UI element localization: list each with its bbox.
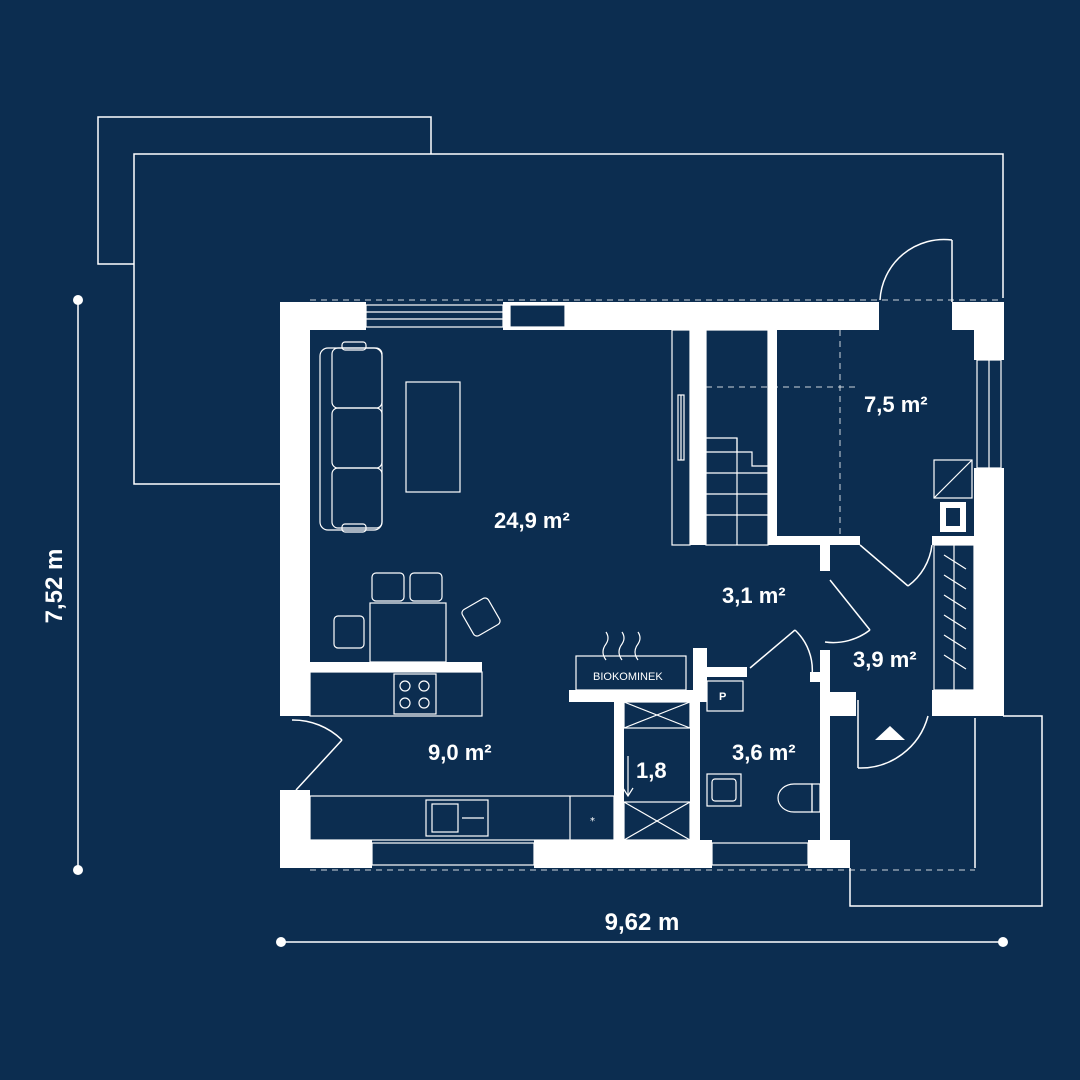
utility-fixtures: [933, 459, 973, 532]
room-area-hall: 3,1 m²: [722, 583, 786, 608]
interior-walls: [310, 330, 974, 840]
windows: [365, 304, 1002, 866]
coffee-table: [405, 381, 461, 493]
fireplace-label: BIOKOMINEK: [593, 671, 663, 683]
doors: [291, 238, 953, 791]
terrace-outline: [97, 116, 1004, 485]
overhang-lines: [310, 299, 1000, 871]
room-area-kitchen: 9,0 m²: [428, 740, 492, 765]
storage-units: [622, 701, 691, 841]
room-area-storage: 1,8: [636, 758, 667, 783]
dining-set: [333, 572, 501, 663]
sofa: [319, 341, 383, 533]
room-area-living: 24,9 m²: [494, 508, 570, 533]
dimension-width: 9,62 m: [276, 909, 1008, 947]
room-labels: 24,9 m² 7,5 m² 3,1 m² 3,9 m² 9,0 m² 3,6 …: [428, 392, 928, 783]
entrance-wardrobe: [933, 544, 975, 691]
porch-outline: [849, 715, 1043, 907]
height-label: 7,52 m: [41, 549, 68, 624]
entrance-arrow-icon: [875, 726, 905, 740]
width-label: 9,62 m: [605, 909, 680, 936]
bathroom-fixtures: P: [706, 680, 821, 813]
exterior-walls: [280, 302, 1004, 868]
p-marker: P: [719, 691, 726, 703]
room-area-bathroom: 3,6 m²: [732, 740, 796, 765]
kitchen-counters: *: [309, 671, 615, 841]
room-area-right: 7,5 m²: [864, 392, 928, 417]
dimension-height: 7,52 m: [41, 295, 83, 875]
staircase: [671, 329, 860, 546]
fireplace: BIOKOMINEK: [575, 631, 687, 691]
svg-text:*: *: [590, 816, 595, 827]
room-area-entrance: 3,9 m²: [853, 647, 917, 672]
